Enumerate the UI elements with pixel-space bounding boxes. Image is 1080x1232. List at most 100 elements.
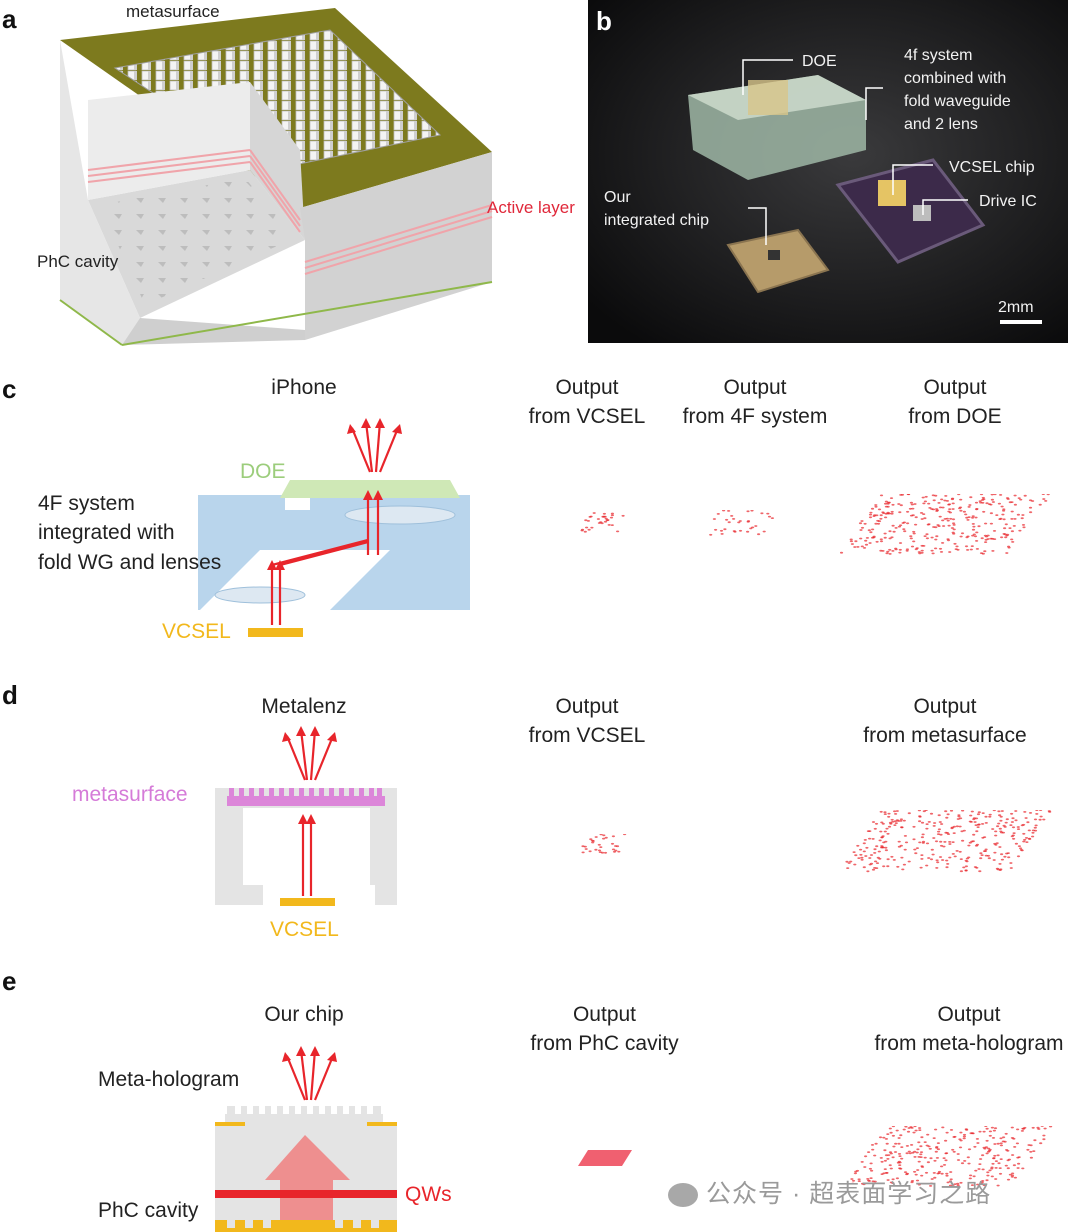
speckle-dot bbox=[1005, 818, 1009, 821]
metasurface-label: metasurface bbox=[126, 2, 220, 21]
speckle-dot bbox=[862, 866, 866, 869]
speckle-dot bbox=[939, 551, 944, 553]
speckle-dot bbox=[959, 498, 963, 501]
speckle-dot bbox=[594, 836, 598, 838]
speckle-dot bbox=[876, 519, 880, 522]
speckle-dot bbox=[877, 850, 881, 853]
speckle-dot bbox=[873, 514, 877, 516]
speckle-dot bbox=[1013, 1146, 1017, 1148]
speckle-dot bbox=[983, 1147, 987, 1150]
speckle-dot bbox=[979, 501, 983, 504]
speckle-dot bbox=[903, 1171, 908, 1173]
speckle-dot bbox=[951, 508, 955, 510]
speckle-dot bbox=[1039, 1142, 1043, 1145]
speckle-dot bbox=[973, 821, 977, 823]
d-output2-line1: Output bbox=[913, 695, 977, 718]
speckle-dot bbox=[891, 503, 895, 506]
speckle-dot bbox=[1016, 828, 1021, 830]
speckle-dot bbox=[882, 841, 886, 844]
speckle-dot bbox=[909, 501, 913, 504]
speckle-dot bbox=[1014, 819, 1018, 822]
speckle-dot bbox=[888, 530, 892, 533]
speckle-dot bbox=[1005, 1149, 1009, 1151]
speckle-dot bbox=[933, 822, 937, 824]
speckle-dot bbox=[727, 521, 731, 524]
speckle-dot bbox=[999, 494, 1003, 496]
speckle-dot bbox=[732, 518, 736, 520]
speckle-dot bbox=[964, 859, 968, 862]
speckle-dot bbox=[993, 494, 997, 496]
speckle-dot bbox=[988, 1130, 992, 1133]
speckle-dot bbox=[862, 850, 866, 853]
speckle-dot bbox=[587, 528, 591, 531]
speckle-dot bbox=[985, 1179, 989, 1182]
speckle-dot bbox=[937, 830, 941, 833]
speckle-dot bbox=[1001, 513, 1005, 516]
speckle-dot bbox=[934, 547, 938, 550]
speckle-dot bbox=[1035, 813, 1039, 815]
speckle-dot bbox=[986, 1174, 990, 1177]
speckle-dot bbox=[948, 856, 952, 859]
speckle-dot bbox=[868, 830, 872, 832]
speckle-dot bbox=[871, 838, 875, 840]
speckle-dot bbox=[1019, 498, 1023, 501]
speckle-dot bbox=[964, 869, 968, 872]
speckle-dot bbox=[970, 1132, 974, 1134]
speckle-dot bbox=[871, 1180, 875, 1183]
our-chip-label-line2: integrated chip bbox=[604, 212, 709, 229]
speckle-dot bbox=[878, 1136, 883, 1139]
speckle-dot bbox=[975, 830, 979, 833]
speckle-dot bbox=[900, 856, 904, 859]
speckle-dot bbox=[1002, 1136, 1006, 1139]
speckle-dot bbox=[874, 504, 878, 506]
speckle-dot bbox=[1023, 811, 1027, 813]
speckle-dot bbox=[917, 1156, 921, 1158]
speckle-dot bbox=[932, 837, 936, 839]
speckle-dot bbox=[990, 1166, 994, 1169]
speckle-dot bbox=[584, 848, 588, 850]
speckle-dot bbox=[890, 818, 894, 821]
scale-bar-label: 2mm bbox=[998, 299, 1034, 316]
speckle-dot bbox=[869, 511, 873, 514]
d-output1-line1: Output bbox=[555, 695, 619, 718]
speckle-dot bbox=[925, 537, 929, 540]
speckle-dot bbox=[992, 530, 997, 532]
speckle-dot bbox=[900, 1157, 904, 1160]
speckle-dot bbox=[887, 815, 891, 818]
speckle-dot bbox=[880, 1173, 884, 1175]
speckle-dot bbox=[920, 1136, 924, 1139]
speckle-dot bbox=[978, 870, 982, 873]
speckle-dot bbox=[1042, 818, 1046, 821]
speckle-dot bbox=[1000, 853, 1004, 856]
speckle-dot bbox=[978, 1130, 982, 1133]
speckle-dot bbox=[915, 1151, 919, 1154]
speckle-dot bbox=[972, 833, 976, 836]
speckle-dot bbox=[940, 1172, 944, 1175]
speckle-dot bbox=[983, 836, 987, 838]
speckle-dot bbox=[983, 534, 987, 537]
speckle-dot bbox=[884, 1138, 888, 1140]
speckle-dot bbox=[612, 850, 617, 853]
speckle-dot bbox=[940, 498, 944, 501]
speckle-dot bbox=[899, 504, 903, 507]
speckle-dot bbox=[599, 834, 603, 836]
panel-a-device-render bbox=[59, 8, 493, 346]
speckle-dot bbox=[935, 1157, 939, 1159]
speckle-dot bbox=[992, 859, 996, 861]
speckle-dot bbox=[916, 1148, 920, 1151]
speckle-dot bbox=[912, 838, 916, 841]
speckle-dot bbox=[957, 494, 961, 496]
speckle-dot bbox=[973, 1145, 977, 1148]
speckle-dot bbox=[991, 828, 995, 830]
speckle-dot bbox=[849, 538, 853, 541]
speckle-dot bbox=[929, 1182, 933, 1185]
speckle-dot bbox=[904, 1126, 908, 1128]
speckle-dot bbox=[964, 865, 968, 868]
speckle-dot bbox=[908, 1152, 912, 1155]
speckle-dot bbox=[905, 1145, 909, 1147]
speckle-dot bbox=[945, 1131, 949, 1134]
speckle-dot bbox=[912, 540, 916, 543]
speckle-dot bbox=[895, 819, 899, 821]
speckle-dot bbox=[606, 519, 610, 521]
speckle-dot bbox=[897, 1160, 901, 1163]
